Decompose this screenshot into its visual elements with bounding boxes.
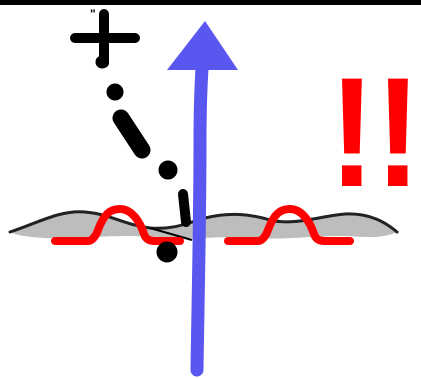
trail-dot xyxy=(157,242,177,262)
top-border xyxy=(0,0,421,5)
trail-dot xyxy=(107,84,123,100)
trail-dot xyxy=(159,161,177,179)
plus-sign-icon xyxy=(75,14,135,63)
trail-dash xyxy=(183,194,186,222)
trail-dash xyxy=(121,118,142,150)
top-mark: " xyxy=(90,7,96,21)
arrow-shaft xyxy=(197,68,202,370)
arrow-head xyxy=(167,21,238,70)
exclamation-marks: !! xyxy=(329,46,421,220)
